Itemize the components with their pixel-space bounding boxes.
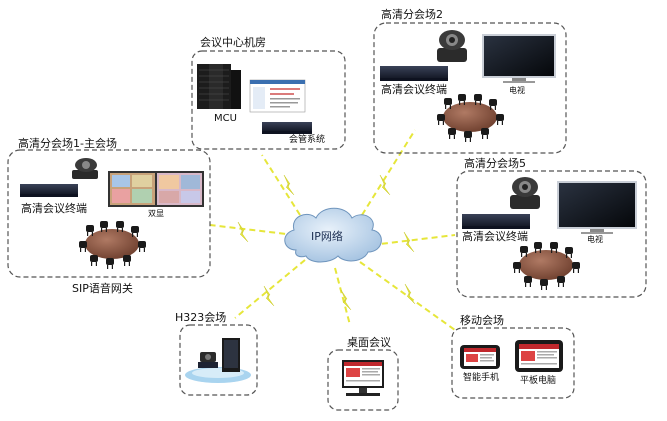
- desktop-frame: [327, 349, 399, 411]
- tv-monitor: [482, 34, 556, 83]
- lightning-icon: [403, 231, 415, 253]
- site5-tv-label: 电视: [587, 235, 603, 244]
- site2-tv-label: 电视: [509, 86, 525, 95]
- ip-network-cloud: [284, 207, 382, 263]
- site1-terminal-label: 高清会议终端: [21, 202, 87, 215]
- sip-gateway-label: SIP语音网关: [72, 282, 133, 295]
- conference-table: [437, 94, 504, 142]
- dual-display: [108, 171, 204, 207]
- site1-title: 高清分会场1-主会场: [18, 137, 117, 150]
- lightning-icon: [263, 285, 275, 307]
- smartphone: [460, 345, 500, 369]
- site5-frame: [456, 170, 647, 298]
- management-software-screenshot: [249, 79, 306, 113]
- dual-display-label: 双显: [148, 209, 164, 218]
- mobile-title: 移动会场: [460, 314, 504, 327]
- ptz-camera: [437, 30, 467, 62]
- tablet-label: 平板电脑: [520, 376, 557, 386]
- smartphone-label: 智能手机: [463, 373, 500, 383]
- site2-terminal-label: 高清会议终端: [381, 83, 447, 96]
- site2-frame: [373, 22, 567, 154]
- h323-title: H323会场: [175, 311, 227, 324]
- ptz-camera: [510, 177, 540, 209]
- site1-frame: [7, 149, 211, 278]
- datacenter-frame: [191, 50, 346, 150]
- hd-terminal: [462, 214, 530, 229]
- mcu-label: MCU: [214, 113, 237, 124]
- lightning-icon: [404, 283, 416, 305]
- mgmt-system-label: 会管系统: [289, 135, 326, 145]
- site5-terminal-label: 高清会议终端: [462, 230, 528, 243]
- ip-network-label: IP网络: [311, 230, 343, 243]
- tablet: [515, 340, 563, 372]
- desktop-pc: [342, 360, 384, 396]
- mobile-frame: [451, 327, 575, 399]
- tv-monitor: [557, 181, 637, 234]
- mgmt-server-unit: [262, 122, 312, 134]
- desktop-title: 桌面会议: [347, 336, 391, 349]
- lightning-icon: [283, 174, 295, 196]
- site2-title: 高清分会场2: [381, 8, 443, 21]
- datacenter-title: 会议中心机房: [200, 36, 266, 49]
- conference-table: [513, 242, 580, 290]
- h323-terminal: [185, 338, 251, 383]
- h323-frame: [179, 324, 258, 396]
- mcu-server: [197, 64, 241, 109]
- network-links: [209, 129, 456, 331]
- lightning-icon: [237, 221, 249, 243]
- site5-title: 高清分会场5: [464, 157, 526, 170]
- conference-table: [79, 221, 146, 269]
- hd-terminal: [380, 66, 448, 81]
- ptz-camera: [72, 158, 98, 179]
- hd-terminal: [20, 184, 78, 197]
